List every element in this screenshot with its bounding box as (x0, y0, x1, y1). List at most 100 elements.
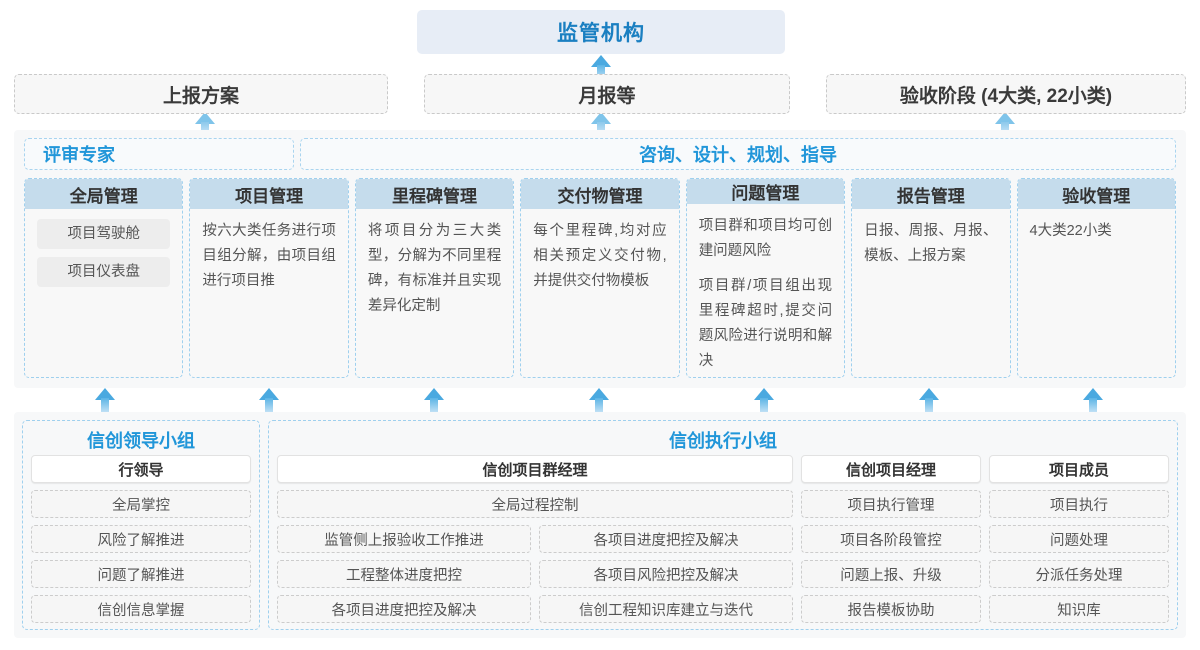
capability-card-title: 项目管理 (190, 179, 348, 209)
role-head-program-manager[interactable]: 信创项目群经理 (277, 455, 793, 483)
capability-card-body: 日报、周报、月报、模板、上报方案 (852, 209, 1009, 377)
arrow-shaft (101, 398, 109, 412)
arrow-up-col-5 (754, 388, 774, 412)
capability-paragraph: 每个里程碑,均对应相关预定义交付物,并提供交付物模板 (533, 223, 667, 289)
capability-card-body: 项目驾驶舱项目仪表盘 (25, 209, 182, 377)
arrow-head-icon (1083, 388, 1103, 400)
capability-card-body: 项目群和项目均可创建问题风险项目群/项目组出现里程碑超时,提交问题风险进行说明和… (687, 204, 844, 377)
capability-card[interactable]: 项目管理按六大类任务进行项目组分解，由项目组进行项目推 (189, 178, 349, 378)
project-manager-column: 信创项目经理 项目执行管理 项目各阶段管控 问题上报、升级 报告模板协助 (801, 455, 981, 630)
arrow-head-icon (995, 112, 1015, 124)
capability-card[interactable]: 问题管理项目群和项目均可创建问题风险项目群/项目组出现里程碑超时,提交问题风险进… (685, 178, 846, 378)
project-member-column: 项目成员 项目执行 问题处理 分派任务处理 知识库 (989, 455, 1169, 630)
leader-group-title: 信创领导小组 (87, 431, 195, 451)
capability-cards: 全局管理项目驾驶舱项目仪表盘项目管理按六大类任务进行项目组分解，由项目组进行项目… (24, 178, 1176, 378)
capability-card[interactable]: 里程碑管理将项目分为三大类型，分解为不同里程碑，有标准并且实现差异化定制 (354, 178, 515, 378)
arrow-head-icon (95, 388, 115, 400)
member-item-1[interactable]: 问题处理 (989, 525, 1169, 553)
pgm-item-1-1[interactable]: 各项目风险把控及解决 (539, 560, 793, 588)
capability-card[interactable]: 交付物管理每个里程碑,均对应相关预定义交付物,并提供交付物模板 (520, 178, 680, 378)
pm-item-3[interactable]: 报告模板协助 (801, 595, 981, 623)
arrow-head-icon (591, 55, 611, 67)
arrow-head-icon (424, 388, 444, 400)
pgm-row-2: 各项目进度把控及解决 信创工程知识库建立与迭代 (277, 595, 793, 630)
arrow-up-col-4 (589, 388, 609, 412)
arrow-head-icon (754, 388, 774, 400)
band-review-experts: 评审专家 (24, 138, 294, 170)
capability-card[interactable]: 报告管理日报、周报、月报、模板、上报方案 (851, 178, 1011, 378)
member-item-0[interactable]: 项目执行 (989, 490, 1169, 518)
pgm-item-0-0[interactable]: 监管侧上报验收工作推进 (277, 525, 531, 553)
pgm-item-2-0[interactable]: 各项目进度把控及解决 (277, 595, 531, 623)
arrow-shaft (430, 398, 438, 412)
capability-card-body: 4大类22小类 (1018, 209, 1175, 377)
report-box-acceptance[interactable]: 验收阶段 (4大类, 22小类) (826, 74, 1186, 114)
leader-item-2[interactable]: 问题了解推进 (31, 560, 251, 588)
arrow-up-col-1 (95, 388, 115, 412)
capability-card-title: 问题管理 (686, 179, 845, 204)
capability-pill[interactable]: 项目驾驶舱 (37, 219, 171, 249)
arrow-shaft (760, 398, 768, 412)
capability-paragraph: 将项目分为三大类型，分解为不同里程碑，有标准并且实现差异化定制 (367, 223, 502, 314)
leader-item-3[interactable]: 信创信息掌握 (31, 595, 251, 623)
capability-paragraph: 日报、周报、月报、模板、上报方案 (864, 223, 998, 264)
arrow-shaft (597, 65, 605, 79)
capability-card-title: 全局管理 (25, 179, 183, 209)
report-box-plan[interactable]: 上报方案 (14, 74, 388, 114)
arrow-shaft (265, 398, 273, 412)
arrow-shaft (1089, 398, 1097, 412)
capability-paragraph: 项目群和项目均可创建问题风险 (698, 218, 833, 259)
capability-card-body: 按六大类任务进行项目组分解，由项目组进行项目推 (190, 209, 347, 377)
arrow-shaft (595, 398, 603, 412)
arrow-head-icon (195, 112, 215, 124)
pgm-row-0: 监管侧上报验收工作推进 各项目进度把控及解决 (277, 525, 793, 560)
program-manager-column: 信创项目群经理 全局过程控制 监管侧上报验收工作推进 各项目进度把控及解决 工程… (277, 455, 793, 630)
capability-card-title: 里程碑管理 (355, 179, 514, 209)
arrow-up-to-report-1 (195, 112, 215, 136)
capability-card-body: 将项目分为三大类型，分解为不同里程碑，有标准并且实现差异化定制 (356, 209, 513, 377)
org-section: 信创领导小组 行领导 全局掌控 风险了解推进 问题了解推进 信创信息掌握 信创执… (14, 412, 1186, 638)
exec-group-box: 信创执行小组 信创项目群经理 全局过程控制 监管侧上报验收工作推进 各项目进度把… (268, 420, 1178, 630)
platform-bands: 评审专家 咨询、设计、规划、指导 (24, 138, 1176, 170)
pgm-row-1: 工程整体进度把控 各项目风险把控及解决 (277, 560, 793, 595)
report-box-monthly[interactable]: 月报等 (424, 74, 790, 114)
pgm-item-0-1[interactable]: 各项目进度把控及解决 (539, 525, 793, 553)
arrow-head-icon (259, 388, 279, 400)
platform-section: 评审专家 咨询、设计、规划、指导 全局管理项目驾驶舱项目仪表盘项目管理按六大类任… (14, 130, 1186, 388)
arrow-shaft (201, 122, 209, 136)
pgm-item-global-control[interactable]: 全局过程控制 (277, 490, 793, 518)
pm-item-2[interactable]: 问题上报、升级 (801, 560, 981, 588)
pm-item-1[interactable]: 项目各阶段管控 (801, 525, 981, 553)
arrow-up-to-report-3 (995, 112, 1015, 136)
capability-paragraph: 4大类22小类 (1029, 223, 1112, 239)
pm-item-0[interactable]: 项目执行管理 (801, 490, 981, 518)
capability-card-body: 每个里程碑,均对应相关预定义交付物,并提供交付物模板 (521, 209, 678, 377)
capability-pill[interactable]: 项目仪表盘 (37, 257, 171, 287)
role-head-bank-leader[interactable]: 行领导 (31, 455, 251, 483)
role-head-project-member[interactable]: 项目成员 (989, 455, 1169, 483)
arrow-up-to-regulator (591, 55, 611, 79)
leader-column: 行领导 全局掌控 风险了解推进 问题了解推进 信创信息掌握 (31, 455, 251, 623)
arrow-up-to-report-2 (591, 112, 611, 136)
pgm-item-2-1[interactable]: 信创工程知识库建立与迭代 (539, 595, 793, 623)
capability-card-title: 验收管理 (1017, 179, 1175, 209)
role-head-project-manager[interactable]: 信创项目经理 (801, 455, 981, 483)
arrow-up-col-6 (919, 388, 939, 412)
arrow-head-icon (919, 388, 939, 400)
arrow-up-col-3 (424, 388, 444, 412)
leader-item-1[interactable]: 风险了解推进 (31, 525, 251, 553)
leader-item-0[interactable]: 全局掌控 (31, 490, 251, 518)
pgm-item-1-0[interactable]: 工程整体进度把控 (277, 560, 531, 588)
capability-card[interactable]: 验收管理 4大类22小类 (1016, 178, 1176, 378)
member-item-2[interactable]: 分派任务处理 (989, 560, 1169, 588)
capability-paragraph: 项目群/项目组出现里程碑超时,提交问题风险进行说明和解决 (698, 277, 833, 369)
arrow-shaft (597, 122, 605, 136)
capability-card[interactable]: 全局管理项目驾驶舱项目仪表盘 (24, 178, 184, 378)
arrow-head-icon (589, 388, 609, 400)
capability-card-title: 报告管理 (852, 179, 1010, 209)
capability-card-title: 交付物管理 (521, 179, 679, 209)
member-item-3[interactable]: 知识库 (989, 595, 1169, 623)
arrow-shaft (1001, 122, 1009, 136)
regulator-banner: 监管机构 (417, 10, 785, 54)
